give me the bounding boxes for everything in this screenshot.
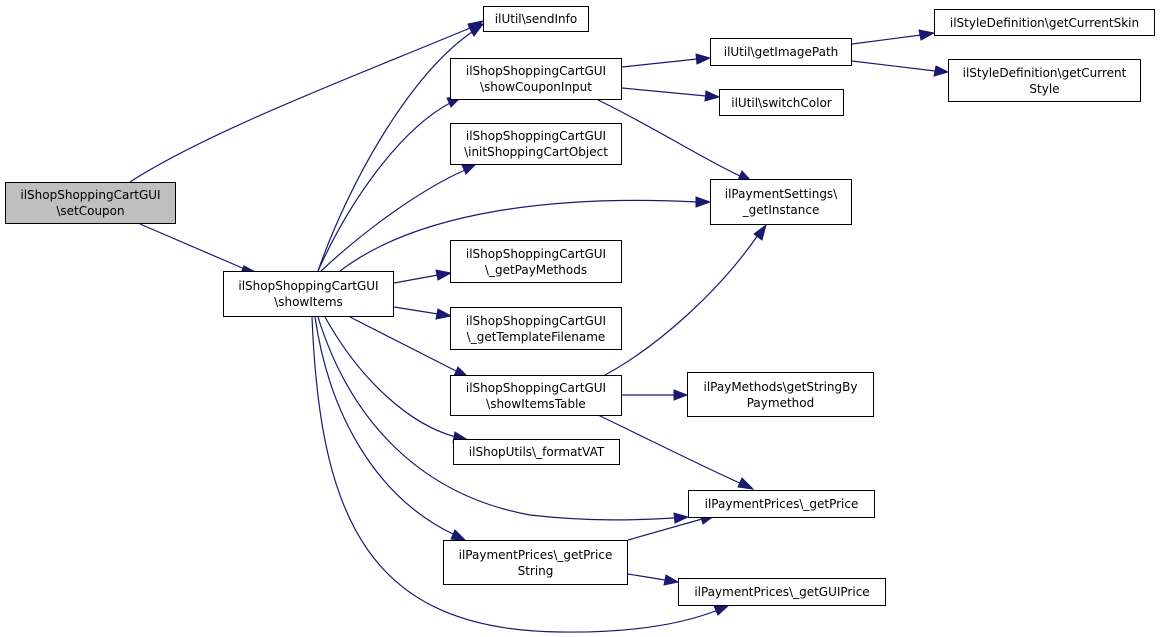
node-getpaymethods[interactable]: ilShopShoppingCartGUI \_getPayMethods bbox=[450, 240, 622, 283]
node-initshoppingcartobject[interactable]: ilShopShoppingCartGUI \initShoppingCartO… bbox=[450, 123, 622, 165]
node-showitems[interactable]: ilShopShoppingCartGUI \showItems bbox=[223, 271, 394, 317]
edge-getpricestring-getprice bbox=[627, 518, 703, 541]
arrowhead bbox=[468, 23, 485, 37]
node-showitemstable[interactable]: ilShopShoppingCartGUI \showItemsTable bbox=[450, 375, 622, 416]
edge-showcouponinput-getimagepath bbox=[621, 58, 698, 68]
edge-getimagepath-getcurrentstyle bbox=[851, 60, 936, 72]
edge-showitems-initshoppingcartobject bbox=[320, 169, 466, 272]
edge-showitems-gettemplatefilename bbox=[393, 306, 439, 315]
arrowhead bbox=[673, 512, 690, 524]
edge-showitems-showcouponinput bbox=[317, 102, 451, 272]
node-getpricestring[interactable]: ilPaymentPrices\_getPrice String bbox=[443, 540, 628, 585]
node-getguiprice[interactable]: ilPaymentPrices\_getGUIPrice bbox=[678, 578, 886, 606]
edge-showitems-getinstance bbox=[339, 199, 698, 272]
edge-showitems-getpaymethods bbox=[393, 274, 439, 284]
arrowhead bbox=[673, 389, 689, 401]
edge-showitems-formatvat bbox=[324, 316, 457, 438]
edge-showitems-sendinfo bbox=[317, 31, 473, 272]
node-switchcolor[interactable]: ilUtil\switchColor bbox=[719, 89, 844, 116]
arrowhead bbox=[435, 308, 453, 320]
edge-getimagepath-getcurrentskin bbox=[851, 34, 922, 45]
edge-setcoupon-sendinfo bbox=[129, 27, 471, 183]
edge-showitemstable-getinstance bbox=[604, 234, 759, 376]
edge-showitemstable-getprice bbox=[597, 414, 743, 485]
arrowhead bbox=[753, 223, 767, 241]
arrowhead bbox=[713, 604, 731, 616]
node-getprice[interactable]: ilPaymentPrices\_getPrice bbox=[688, 490, 875, 518]
edge-setcoupon-showitems bbox=[139, 223, 248, 271]
node-getcurrentstyle[interactable]: ilStyleDefinition\getCurrent Style bbox=[948, 59, 1141, 102]
arrowhead bbox=[695, 53, 712, 65]
edge-showitems-getpricestring bbox=[314, 316, 456, 536]
edge-showcouponinput-getinstance bbox=[597, 99, 743, 178]
node-formatvat[interactable]: ilShopUtils\_formatVAT bbox=[453, 439, 620, 465]
edge-showcouponinput-switchcolor bbox=[621, 87, 707, 97]
node-gettemplatefilename[interactable]: ilShopShoppingCartGUI \_getTemplateFilen… bbox=[450, 307, 622, 350]
arrowhead bbox=[695, 196, 712, 208]
edge-showitems-getguiprice bbox=[311, 316, 719, 633]
arrowhead bbox=[918, 29, 936, 41]
arrowhead bbox=[704, 90, 721, 102]
arrowhead bbox=[663, 574, 680, 586]
node-getstringbypaymethod[interactable]: ilPayMethods\getStringBy Paymethod bbox=[687, 372, 874, 417]
node-showcouponinput[interactable]: ilShopShoppingCartGUI \showCouponInput bbox=[450, 58, 622, 100]
node-setcoupon: ilShopShoppingCartGUI \setCoupon bbox=[5, 182, 176, 224]
node-getcurrentskin[interactable]: ilStyleDefinition\getCurrentSkin bbox=[934, 9, 1155, 36]
arrowhead bbox=[435, 269, 453, 281]
node-getimagepath[interactable]: ilUtil\getImagePath bbox=[710, 38, 852, 66]
arrowhead bbox=[933, 65, 950, 77]
edge-showitems-showitemstable bbox=[349, 316, 459, 373]
edge-getpricestring-getguiprice bbox=[627, 573, 666, 581]
edge-showitems-getprice bbox=[317, 316, 676, 521]
arrowhead bbox=[737, 477, 755, 490]
node-sendinfo[interactable]: ilUtil\sendInfo bbox=[483, 6, 589, 32]
node-getinstance[interactable]: ilPaymentSettings\ _getInstance bbox=[710, 179, 852, 225]
